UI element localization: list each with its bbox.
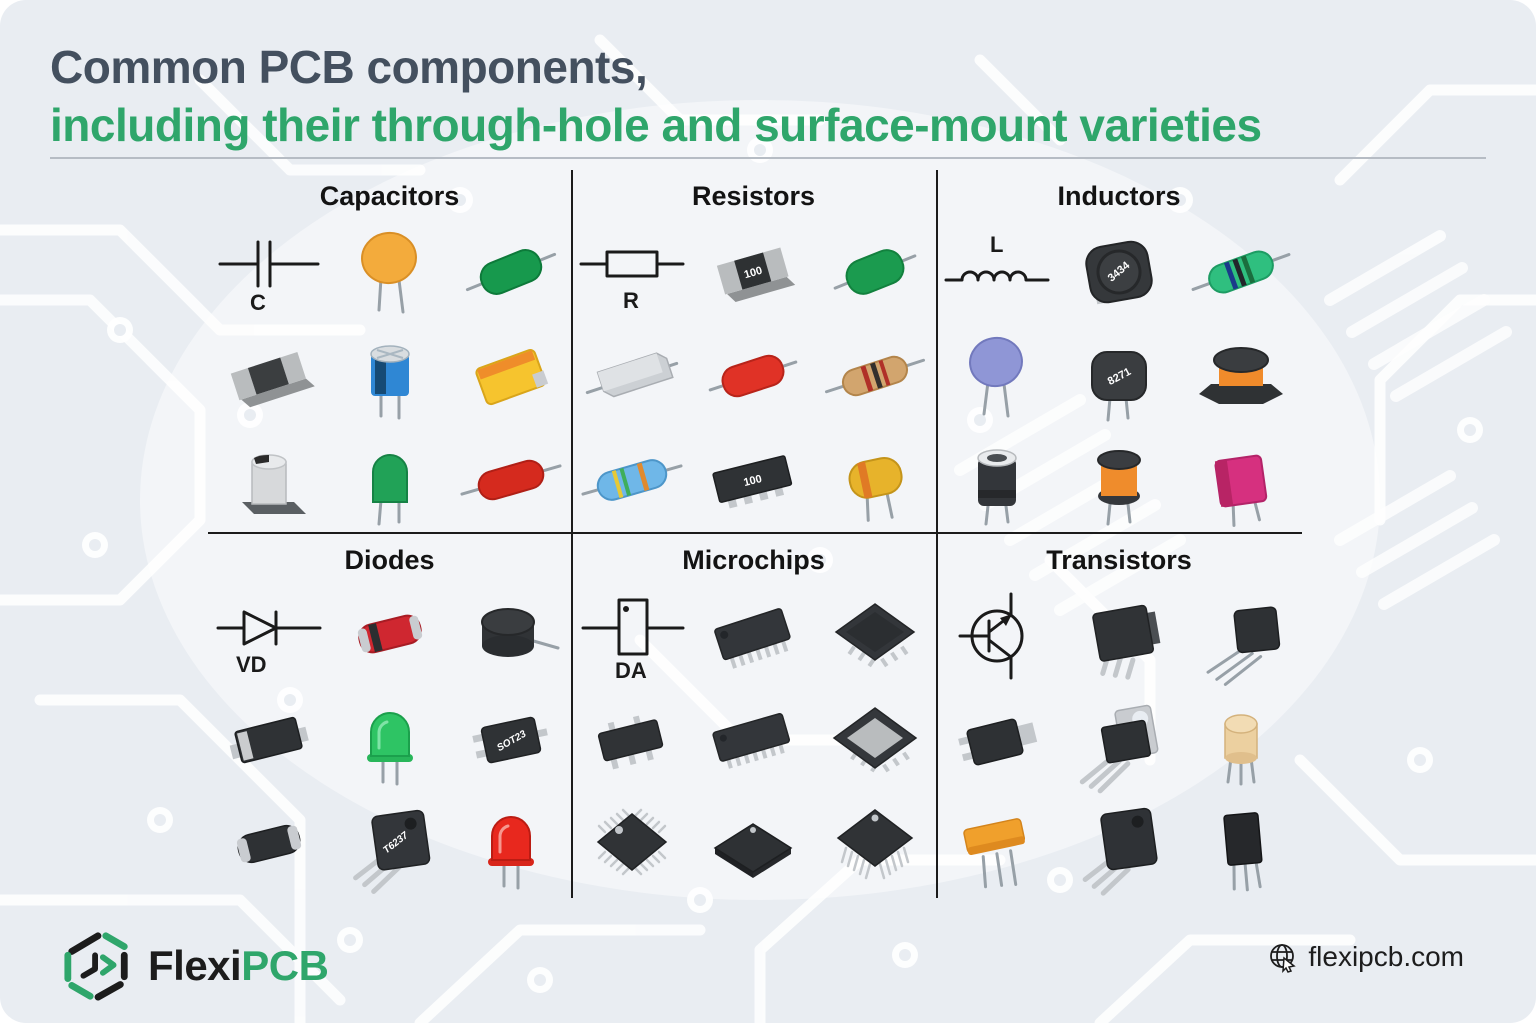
grid-vertical-divider-2 <box>936 170 938 898</box>
inductor-schematic-symbol: L <box>936 220 1058 324</box>
inductor-cylinder-black <box>936 428 1058 532</box>
section-title-microchips: Microchips <box>682 545 825 575</box>
disc-ceramic-capacitor <box>329 220 450 324</box>
grid-vertical-divider-1 <box>571 170 573 898</box>
svg-text:100: 100 <box>743 473 764 489</box>
smd-bobbin-inductor <box>1180 324 1302 428</box>
radial-molded-inductor-black: 8271 <box>1058 324 1180 428</box>
button-diode-black <box>450 584 571 688</box>
flexipcb-hexagon-icon <box>64 932 128 1001</box>
section-title-diodes: Diodes <box>344 545 435 575</box>
microchip-schematic-symbol: DA <box>571 584 693 688</box>
power-diode-to247: T6237 <box>329 792 450 896</box>
carbon-film-resistor-tan <box>814 324 936 428</box>
transistor-schematic-symbol <box>936 584 1058 688</box>
film-capacitor-green <box>329 428 450 532</box>
section-title-capacitors: Capacitors <box>319 181 460 211</box>
section-inductors: Inductors L 3434 <box>936 176 1302 532</box>
svg-text:L: L <box>990 232 1003 257</box>
section-title-inductors: Inductors <box>1057 181 1181 211</box>
brand-logo: FlexiPCB <box>62 930 329 1002</box>
globe-cursor-icon <box>1270 944 1297 973</box>
brand-name-pcb: PCB <box>241 942 329 989</box>
to220-transistor <box>1058 688 1180 794</box>
section-capacitors: Capacitors C <box>208 176 571 532</box>
axial-capacitor-red <box>450 428 571 532</box>
flat-black-transistor-3lead <box>1180 792 1302 896</box>
section-microchips: Microchips DA <box>571 540 936 898</box>
d2pak-transistor <box>1058 584 1180 688</box>
plcc-ic-package <box>814 584 936 688</box>
plcc-pins-ic-package <box>814 792 936 896</box>
smd-electrolytic-capacitor <box>208 428 329 532</box>
qfn-flat-ic-package <box>693 792 815 896</box>
section-title-transistors: Transistors <box>1046 545 1192 575</box>
radial-coil-inductor-orange <box>1058 428 1180 532</box>
page-title-line1: Common PCB components, <box>50 41 648 93</box>
sot23-6-ic-package <box>571 688 693 792</box>
metal-can-transistor <box>1180 688 1302 792</box>
title-divider <box>50 157 1486 159</box>
smd-chip-resistor: 100 <box>693 220 815 324</box>
led-red <box>450 792 571 896</box>
melf-diode-black <box>208 792 329 896</box>
smd-diode-sma <box>208 688 329 792</box>
resistor-blue <box>571 428 693 532</box>
smd-shielded-inductor: 3434 <box>1058 220 1180 324</box>
svg-text:100: 100 <box>743 265 764 282</box>
dip-ic-package <box>693 584 815 688</box>
svg-text:VD: VD <box>236 652 267 677</box>
sot23-diode-package: SOT23 <box>450 688 571 792</box>
tqfp-ic-package <box>571 792 693 896</box>
brand-name-flexi: Flexi <box>148 942 242 989</box>
capacitor-schematic-symbol: C <box>208 220 329 324</box>
soic-ic-package <box>693 688 815 792</box>
to92-transistor-black <box>1180 584 1302 688</box>
led-green <box>329 688 450 792</box>
disc-inductor-lavender <box>936 324 1058 428</box>
svg-text:R: R <box>623 288 639 313</box>
flat-transistor-orange <box>936 792 1058 896</box>
sot223-transistor <box>936 688 1058 792</box>
resistor-red <box>693 324 815 428</box>
grid-horizontal-divider <box>208 532 1302 534</box>
smd-chip-capacitor <box>208 324 329 428</box>
section-resistors: Resistors R 100 <box>571 176 936 532</box>
axial-capacitor-green <box>450 220 571 324</box>
page-title-line2: including their through-hole and surface… <box>50 99 1262 151</box>
section-diodes: Diodes VD <box>208 540 571 898</box>
resistor-network-array: 100 <box>693 428 815 532</box>
to247-transistor <box>1058 792 1180 896</box>
electrolytic-capacitor-blue <box>329 324 450 428</box>
diode-schematic-symbol: VD <box>208 584 329 688</box>
svg-text:C: C <box>250 290 266 315</box>
axial-inductor-green <box>1180 220 1302 324</box>
resistor-yellow-radial <box>814 428 936 532</box>
zener-diode-red <box>329 584 450 688</box>
tantalum-capacitor-yellow <box>450 324 571 428</box>
lcc-ic-gray-lid <box>814 688 936 792</box>
website-url: flexipcb.com <box>1308 941 1464 972</box>
molded-inductor-magenta <box>1180 428 1302 532</box>
website-link[interactable]: flexipcb.com <box>1268 941 1464 973</box>
svg-text:DA: DA <box>615 658 647 683</box>
resistor-schematic-symbol: R <box>571 220 693 324</box>
power-resistor-green <box>814 220 936 324</box>
section-transistors: Transistors <box>936 540 1302 898</box>
power-resistor-aluminum-block <box>571 324 693 428</box>
section-title-resistors: Resistors <box>691 181 816 211</box>
